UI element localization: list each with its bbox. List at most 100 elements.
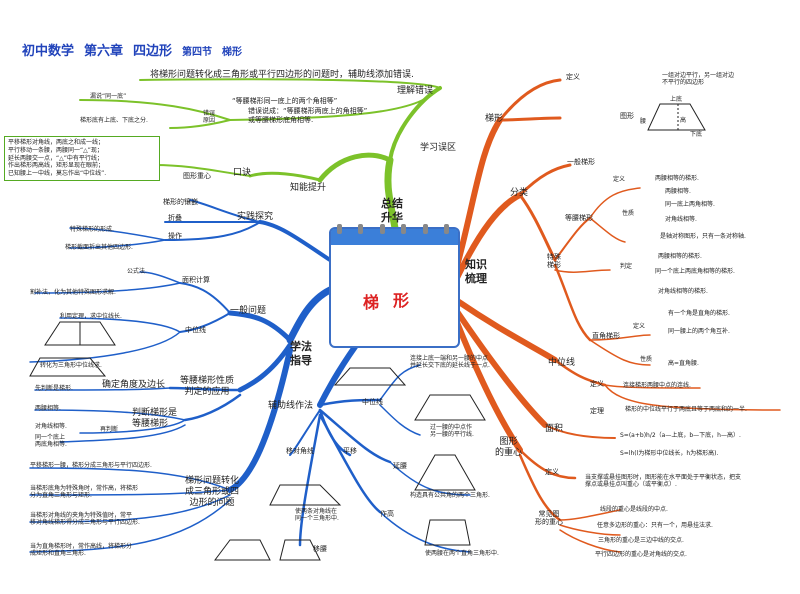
aux-midline-1: 连接上底一端和另一腰的中点 并延长交下底的延长线于一点. bbox=[410, 355, 490, 370]
height-note: 使两腰在两个直角三角形中. bbox=[425, 550, 499, 557]
k-mid-def-note: 连接梯形两腰中点的连线. bbox=[623, 382, 691, 389]
node-area-calc: 面积计算 bbox=[182, 276, 210, 284]
node-common-centroid: 常见图 形的重心 bbox=[535, 510, 563, 527]
quote-3: 或等腰梯形底角相等. bbox=[248, 116, 314, 124]
node-area: 面积 bbox=[545, 424, 564, 434]
centroid-3: 三角形的重心是三边中线的交点. bbox=[598, 537, 684, 544]
right-prop: 性质 bbox=[640, 356, 653, 363]
hub-knowledge: 知识 梳理 bbox=[465, 258, 487, 285]
node-fold: 折叠 bbox=[168, 214, 182, 222]
node-classify: 分类 bbox=[510, 188, 529, 198]
centroid-def-note: 当支撑或悬挂图形时，图形能在水平面处于平衡状态，把支 撑点或悬挂点叫重心（或平衡… bbox=[585, 474, 742, 489]
trap-figure: 图形 bbox=[620, 112, 634, 120]
centroid-def: 定义 bbox=[545, 468, 559, 476]
error-reason: 错误 原因 bbox=[203, 110, 216, 125]
node-move-leg: 移腰 bbox=[313, 545, 327, 553]
transform-2: 当梯形底角为特殊角时，常作高，将梯形 分为直角三角形与矩形. bbox=[30, 485, 139, 500]
node-height: 作高 bbox=[380, 510, 394, 518]
angle-note: 先判断是梯形. bbox=[35, 385, 73, 392]
calendar-word-1: 梯 bbox=[363, 293, 380, 312]
iso-judge-1: 两腰相等的梯形. bbox=[658, 253, 702, 260]
node-practice: 实践探究 bbox=[237, 212, 274, 222]
figure-trapezoid bbox=[647, 103, 706, 131]
iso-prop-3: 对角线相等. bbox=[665, 216, 697, 223]
centroid-1: 线段的重心是线段的中点. bbox=[600, 506, 668, 513]
node-k-midline: 中位线 bbox=[548, 358, 576, 368]
iso-prop-4: 是轴对称图形，只有一条对称轴. bbox=[660, 233, 746, 240]
quote-1: “等腰梯形同一底上的两个角相等” bbox=[232, 97, 338, 105]
operate-a: 特殊梯形的形成. bbox=[70, 226, 114, 233]
node-special-trap: 特殊 梯形 bbox=[547, 253, 561, 270]
midline-a: 利用定理，求中位线长. bbox=[60, 313, 122, 320]
trap-definition: 定义 bbox=[566, 73, 580, 81]
judge-two-sides: 两腰相等. bbox=[35, 405, 61, 412]
extend-note: 构造具有公共角的两个三角形. bbox=[410, 492, 490, 499]
node-shift: 平移 bbox=[343, 447, 357, 455]
k-mid-thm-note: 梯形的中位线平行于两底且等于两底和的一半. bbox=[625, 406, 747, 413]
diag-note: 使两条对角线在 同一个三角形中. bbox=[295, 508, 339, 523]
node-move-diagonal: 移对角线 bbox=[286, 447, 314, 455]
iso-judge: 判定 bbox=[620, 263, 633, 270]
centroid-2: 任意多边形的重心：只有一个，用悬挂法求. bbox=[597, 522, 713, 529]
iso-prop-1: 两腰相等. bbox=[665, 188, 691, 195]
node-transform: 梯形问题转化 成三角形或四 边形的问题 bbox=[185, 476, 240, 508]
judge-diagonals: 对角线相等. bbox=[35, 423, 67, 430]
node-inlay: 梯形的镶嵌 bbox=[163, 198, 198, 206]
node-aux: 辅助线作法 bbox=[268, 401, 314, 411]
iso-judge-2: 同一个底上两底角相等的梯形. bbox=[655, 268, 735, 275]
node-trapezoid: 梯形 bbox=[485, 114, 504, 124]
fig-top: 上底 bbox=[670, 96, 683, 103]
area-formula-2: S=lh(l为梯形中位线长，h为梯形高). bbox=[620, 450, 719, 457]
aux-midline-2: 过一腰的中点作 另一腰的平行线. bbox=[430, 424, 474, 439]
right-prop-1: 高=直角腰. bbox=[668, 360, 699, 367]
fig-leg: 腰 bbox=[640, 118, 647, 125]
node-skill-up: 知能提升 bbox=[290, 183, 327, 193]
centroid-4: 平行四边形的重心是对角线的交点. bbox=[595, 551, 687, 558]
center-calendar: 梯 形 bbox=[329, 224, 460, 348]
right-def: 定义 bbox=[633, 323, 646, 330]
iso-prop: 性质 bbox=[622, 210, 635, 217]
node-aux-midline: 中位线 bbox=[362, 398, 383, 406]
review-top-note: 将梯形问题转化成三角形或平行四边形的问题时，辅助线添加错误. bbox=[150, 70, 414, 80]
area-formula-1: S=(a+b)h/2（a—上底，b—下底，h—高）. bbox=[620, 432, 741, 439]
node-right-trap: 直角梯形 bbox=[592, 332, 620, 340]
cut-fill-method: 割补法，化为其他特殊图形求解. bbox=[30, 289, 116, 296]
node-mnemonic: 口诀 bbox=[233, 168, 252, 178]
iso-def-note: 两腰相等的梯形. bbox=[655, 175, 699, 182]
node-extend-leg: 延腰 bbox=[393, 462, 407, 470]
page-title: 初中数学第六章四边形第四节梯形 bbox=[22, 44, 243, 59]
node-general-midline: 中位线 bbox=[185, 326, 206, 334]
node-angle-side: 确定角度及边长 bbox=[102, 380, 166, 390]
judge-ending: 再判断 bbox=[100, 426, 119, 433]
node-isosceles-trap: 等腰梯形 bbox=[565, 214, 593, 222]
node-isosceles-app: 等腰梯形性质 判定的应用 bbox=[180, 376, 235, 397]
node-centroid: 图形 的重心 bbox=[495, 437, 523, 458]
node-understanding-error: 理解错误 bbox=[397, 86, 434, 96]
node-center-gravity: 图形重心 bbox=[183, 172, 211, 180]
node-judge-isosceles: 判断梯形是 等腰梯形 bbox=[132, 408, 178, 429]
mnemonic-box: 平移梯形对角线，两底之和成一线； 平行移动一条腰，两腰同一“△”现； 延长两腰交… bbox=[4, 136, 160, 181]
iso-judge-3: 对角线相等的梯形. bbox=[658, 288, 708, 295]
iso-prop-2: 同一底上两角相等. bbox=[665, 201, 715, 208]
judge-same-base: 同一个底上 两底角相等. bbox=[35, 434, 67, 449]
k-mid-def: 定义 bbox=[590, 380, 604, 388]
fig-bottom: 下底 bbox=[690, 131, 703, 138]
node-general-trap: 一般梯形 bbox=[567, 158, 595, 166]
reason-a: 漏说“同一底” bbox=[90, 93, 127, 100]
trap-def-note: 一组对边平行，另一组对边 不平行的四边形 bbox=[662, 72, 735, 87]
formula-method: 公式法. bbox=[127, 268, 147, 275]
node-operate: 操作 bbox=[168, 232, 182, 240]
node-general: 一般问题 bbox=[230, 306, 267, 316]
midline-b: 转化为三角形中位线求. bbox=[40, 362, 102, 369]
right-def-2: 同一腰上的两个角互补. bbox=[668, 328, 730, 335]
calendar-word-2: 形 bbox=[393, 291, 410, 310]
operate-b: 梯形截面折出其他四边形. bbox=[65, 244, 133, 251]
k-mid-thm: 定理 bbox=[590, 407, 604, 415]
reason-b: 梯形底有上底、下底之分. bbox=[80, 117, 148, 124]
hub-method: 学法 指导 bbox=[290, 340, 312, 367]
quote-2: 错误说成：“等腰梯形两底上的角相等” bbox=[248, 107, 368, 115]
transform-4: 当为直角梯形时，常作高线，将梯形分 成矩形和直角三角形. bbox=[30, 543, 133, 558]
hub-review: 总结 升华 bbox=[381, 197, 403, 224]
node-study-misarea: 学习误区 bbox=[420, 143, 457, 153]
